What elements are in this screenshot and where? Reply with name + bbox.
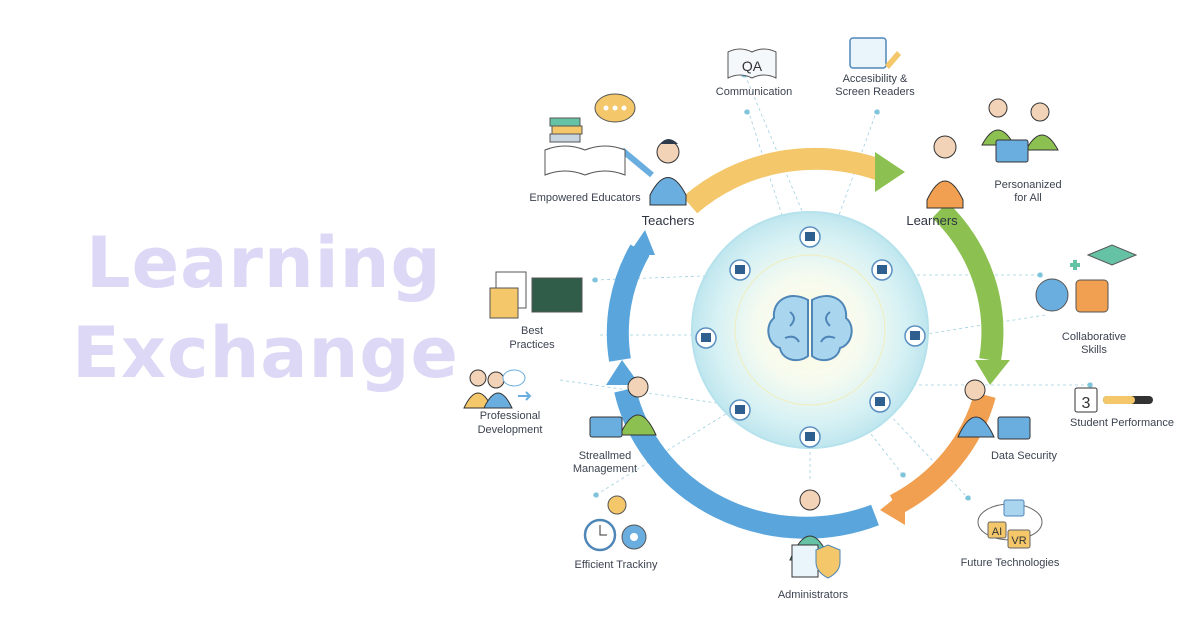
administrator-figure-icon bbox=[789, 489, 841, 579]
label-empowered-educators: Empowered Educators bbox=[529, 192, 641, 204]
speech-bubble-icon bbox=[594, 93, 636, 123]
brain-icon bbox=[767, 295, 853, 362]
label-efficient-tracking: Efficient Trackiny bbox=[575, 559, 658, 571]
student-performance-icon: 3 bbox=[1074, 387, 1153, 413]
arrow-head-icon bbox=[975, 360, 1010, 385]
cloud-ai-vr-icon: AI VR bbox=[977, 499, 1043, 549]
svg-text:AI: AI bbox=[992, 526, 1002, 538]
label-professional-2: Development bbox=[478, 424, 543, 436]
learner-figure-icon bbox=[926, 135, 964, 209]
books-icon bbox=[544, 117, 626, 176]
label-accessibility-1: Accesibility & bbox=[843, 73, 908, 85]
role-teachers: Teachers bbox=[642, 213, 695, 228]
label-future-technologies: Future Technologies bbox=[961, 557, 1060, 569]
svg-text:VR: VR bbox=[1011, 535, 1026, 547]
title-line-1: Learning bbox=[86, 222, 442, 304]
svg-text:3: 3 bbox=[1082, 395, 1091, 412]
label-best-practices-2: Practices bbox=[509, 339, 555, 351]
label-collaborative-1: Collaborative bbox=[1062, 331, 1126, 343]
arrow-head-icon bbox=[880, 490, 905, 525]
clock-gears-icon bbox=[583, 495, 647, 552]
role-administrators: Administrators bbox=[778, 589, 849, 601]
title-line-2: Exchange bbox=[72, 312, 459, 394]
label-collaborative-2: Skills bbox=[1081, 344, 1107, 356]
qa-book-icon: QA bbox=[727, 48, 777, 79]
arrow-to-teachers bbox=[606, 244, 650, 362]
label-student-performance: Student Performance bbox=[1070, 417, 1174, 429]
arrow-learners-down bbox=[932, 202, 1004, 362]
central-sphere bbox=[691, 211, 929, 449]
documents-chalkboard-icon bbox=[489, 271, 583, 319]
teacher-figure-icon bbox=[620, 139, 687, 206]
arrow-teachers-to-learners bbox=[682, 147, 884, 214]
label-professional-1: Professional bbox=[480, 410, 541, 422]
learners-pair-icon bbox=[981, 98, 1059, 163]
label-streamlined-2: Management bbox=[573, 463, 637, 475]
label-streamlined-1: Streallmed bbox=[579, 450, 632, 462]
calendar-icon bbox=[849, 37, 901, 69]
arrow-head-icon bbox=[606, 360, 640, 385]
label-personalized-2: for All bbox=[1014, 192, 1042, 204]
data-security-figure-icon bbox=[957, 379, 1031, 440]
label-best-practices-1: Best bbox=[521, 325, 543, 337]
label-accessibility-2: Screen Readers bbox=[835, 86, 915, 98]
label-data-security: Data Security bbox=[991, 450, 1058, 462]
arrow-head-icon bbox=[875, 152, 905, 192]
management-figure-icon bbox=[589, 376, 657, 438]
graduation-puzzle-icon bbox=[1035, 244, 1138, 313]
professional-development-icon bbox=[463, 369, 532, 409]
label-personalized-1: Personanized bbox=[994, 179, 1061, 191]
role-learners: Learners bbox=[906, 213, 958, 228]
svg-text:QA: QA bbox=[742, 58, 763, 74]
label-communication: Communication bbox=[716, 86, 792, 98]
arrow-head-icon bbox=[628, 230, 655, 255]
arrow-to-administrators bbox=[889, 391, 996, 515]
